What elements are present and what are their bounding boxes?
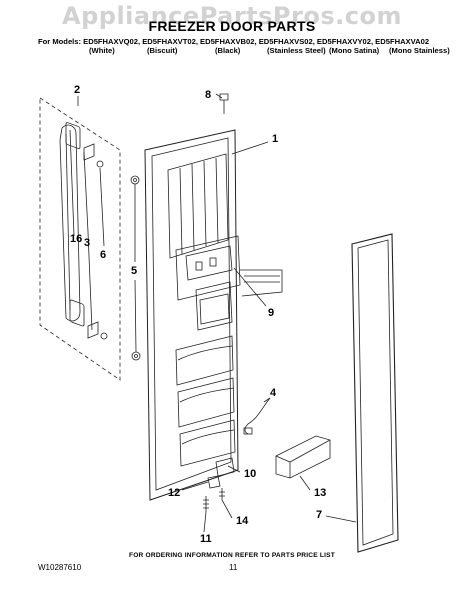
color-biscuit: (Biscuit) (147, 46, 178, 55)
callout-16: 16 (70, 233, 82, 245)
callout-10: 10 (244, 468, 256, 480)
handle-mount-lower (87, 321, 99, 339)
callout-13: 13 (314, 487, 326, 499)
callout-11: 11 (200, 533, 212, 545)
document-number: W10287610 (38, 563, 82, 572)
hinge-screw (219, 488, 225, 500)
washer-upper (130, 175, 140, 185)
handle-mount-upper (83, 143, 95, 161)
model-colors: (White) (Biscuit) (Black) (Stainless Steel)… (89, 46, 450, 55)
color-mono-stainless: (Mono Stainless) (389, 46, 450, 55)
hinge-pin (207, 475, 221, 489)
ordering-info: FOR ORDERING INFORMATION REFER TO PARTS … (129, 552, 335, 559)
callout-8: 8 (205, 89, 211, 101)
page-title: FREEZER DOOR PARTS (148, 18, 316, 34)
hinge-bracket (215, 457, 235, 477)
callout-9: 9 (268, 307, 274, 319)
handle-end-cap-upper (65, 122, 81, 149)
color-black: (Black) (215, 46, 241, 55)
callout-7: 7 (316, 509, 322, 521)
washer-lower (131, 351, 141, 361)
door-bin (275, 435, 331, 479)
color-white: (White) (89, 46, 115, 55)
screw-lower (100, 332, 108, 340)
color-stainless: (Stainless Steel) (267, 46, 326, 55)
callout-1: 1 (272, 133, 278, 145)
color-mono-satina: (Mono Satina) (329, 46, 380, 55)
dispenser-housing (175, 235, 241, 301)
door-gasket (351, 233, 399, 553)
callout-2: 2 (74, 84, 80, 96)
callout-3: 3 (84, 237, 90, 249)
screw-upper (96, 160, 104, 168)
callout-14: 14 (236, 515, 249, 527)
handle (59, 124, 81, 322)
handle-assembly-box (39, 97, 121, 381)
callout-labels: 2 8 1 16 3 6 5 9 4 10 12 13 14 7 11 (70, 84, 326, 545)
wire-harness (244, 397, 271, 435)
door-panel (144, 129, 239, 501)
page-number: 11 (229, 563, 238, 572)
models-line: For Models: ED5FHAXVQ02, ED5FHAXVT02, ED… (38, 37, 430, 46)
screw-top (219, 93, 229, 114)
callout-4: 4 (270, 387, 277, 399)
callout-6: 6 (100, 249, 106, 261)
watermark: AppliancePartsPros.com (62, 2, 402, 30)
callout-12: 12 (168, 487, 180, 499)
callout-5: 5 (131, 265, 137, 277)
handle-end-cap-lower (69, 299, 85, 327)
